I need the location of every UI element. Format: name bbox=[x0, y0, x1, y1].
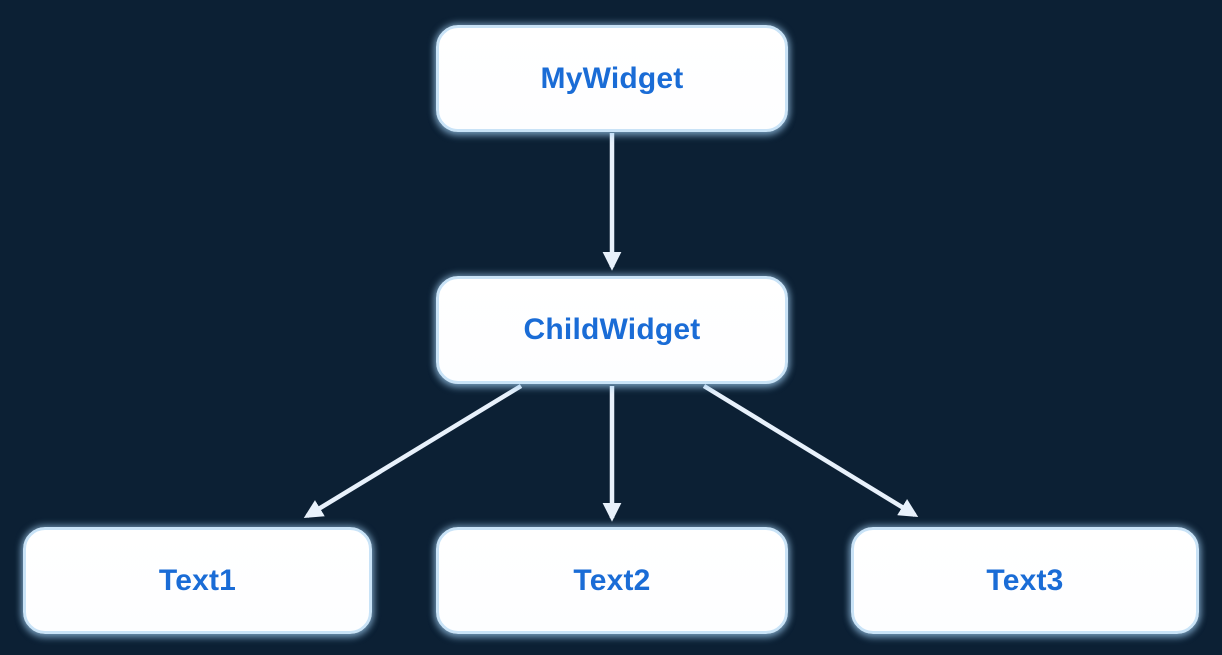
node-text1-label: Text1 bbox=[158, 563, 237, 597]
node-mywidget-label: MyWidget bbox=[540, 61, 684, 95]
node-childwidget-label: ChildWidget bbox=[523, 313, 701, 346]
node-text2-label: Text2 bbox=[573, 563, 651, 597]
node-mywidget: MyWidget bbox=[436, 25, 788, 132]
edge-childwidget-text3 bbox=[702, 384, 919, 517]
node-childwidget: ChildWidget bbox=[436, 276, 788, 384]
node-text2: Text2 bbox=[436, 527, 788, 634]
edge-childwidget-text1 bbox=[303, 384, 523, 518]
node-text3: Text3 bbox=[851, 527, 1199, 634]
node-text3-label: Text3 bbox=[986, 563, 1064, 597]
node-text1: Text1 bbox=[23, 527, 372, 634]
